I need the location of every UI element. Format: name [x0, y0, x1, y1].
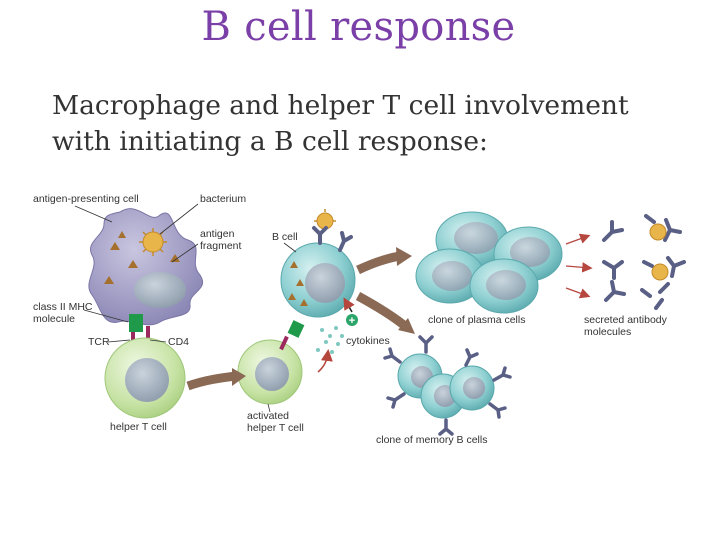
leader-lines	[74, 203, 297, 413]
plus-label: +	[349, 315, 355, 327]
label-memory-clone: clone of memory B cells	[376, 434, 487, 446]
label-plasma-clone: clone of plasma cells	[428, 314, 525, 326]
label-apc: antigen-presenting cell	[33, 193, 139, 205]
label-cd4: CD4	[168, 336, 189, 348]
class-ii-mhc-icon	[129, 314, 143, 332]
memory-b-cell-clone	[383, 335, 512, 436]
label-activated-helper-t: helper T cell	[247, 422, 304, 434]
label-cytokines: cytokines	[346, 335, 390, 347]
secretion-arrow	[565, 287, 591, 299]
plasma-cell-clone	[415, 211, 563, 314]
secretion-arrow	[565, 262, 593, 273]
b-cell-bacterium-icon	[314, 209, 336, 230]
slide-title: B cell response	[201, 4, 516, 50]
label-helper-t: helper T cell	[110, 421, 167, 433]
label-fragment: fragment	[200, 240, 242, 252]
label-molecules: molecules	[584, 326, 631, 338]
plus-icon	[346, 314, 358, 326]
antibody-icon	[602, 214, 686, 310]
activation-signal-arrow	[317, 349, 333, 373]
label-molecule: molecule	[33, 313, 75, 325]
helper-t-cell	[104, 337, 186, 419]
b-cell	[280, 242, 356, 318]
label-bacterium: bacterium	[200, 193, 246, 205]
to-memory-arrow	[355, 292, 408, 330]
cytokines-icon	[316, 326, 344, 354]
label-activated: activated	[247, 410, 289, 422]
label-b-cell: B cell	[272, 231, 298, 243]
secretion-arrow	[565, 233, 591, 245]
antibody-bound-bacterium-icon	[649, 223, 669, 281]
subtitle-line-1: Macrophage and helper T cell involvement	[52, 90, 629, 121]
cd4-icon	[146, 326, 150, 346]
slide-subtitle: Macrophage and helper T cell involvement…	[52, 88, 629, 160]
activated-helper-t-cell	[237, 320, 305, 405]
label-secreted-antibody: secreted antibody	[584, 314, 668, 326]
to-plasma-arrow	[356, 251, 401, 275]
antigen-presenting-cell	[88, 208, 203, 326]
bacterium-icon	[139, 228, 167, 256]
label-tcr: TCR	[88, 336, 110, 348]
label-class-ii-mhc: class II MHC	[33, 301, 93, 313]
tcr-icon	[131, 332, 135, 346]
label-antigen: antigen	[200, 228, 235, 240]
b-cell-receptor-icon	[312, 226, 353, 252]
activation-arrow	[186, 371, 237, 391]
subtitle-line-2: with initiating a B cell response:	[52, 126, 488, 157]
